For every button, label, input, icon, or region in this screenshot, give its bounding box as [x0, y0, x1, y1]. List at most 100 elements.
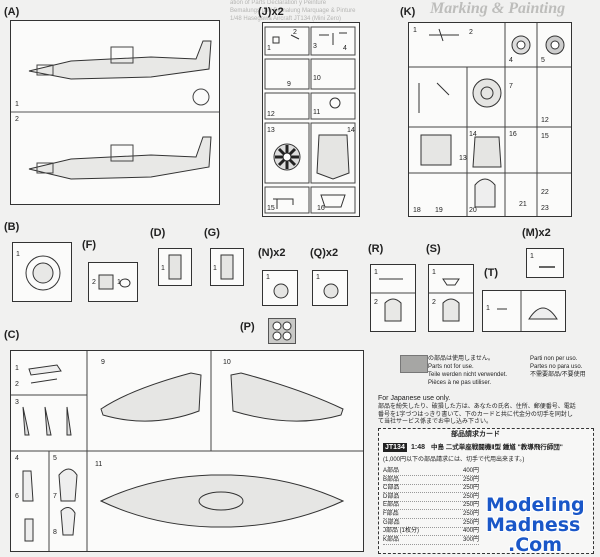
section-m-label: (M)x2 [522, 227, 551, 239]
not-for-use-jp: の部品は使用しません。 [428, 356, 494, 362]
sprue-c-num-3: 3 [15, 399, 19, 406]
price-row-price: 300円 [462, 536, 479, 543]
sprue-q-num-1: 1 [316, 274, 320, 281]
price-row: D部品 250円 [383, 493, 479, 502]
sprue-m: 1 [526, 248, 564, 278]
not-for-use-fr: Pièces à ne pas utiliser. [428, 380, 492, 386]
sprue-k-num-20: 20 [469, 207, 477, 214]
watermark-line-1: Modeling [486, 494, 585, 516]
sprue-k-num-15: 15 [541, 133, 549, 140]
sprue-j-num-15: 15 [267, 205, 275, 212]
price-row-part: A部品 [383, 468, 400, 474]
sprue-p-drawing [272, 321, 292, 341]
price-row-price: 400円 [462, 528, 479, 535]
sprue-r-num-1: 1 [374, 269, 378, 276]
sprue-j-num-4: 4 [343, 45, 347, 52]
section-r-label: (R) [368, 243, 384, 255]
parts-request-card: 部品請求カード JT134 1:48 中島 二式単座戦闘機Ⅱ型 鍾馗 "教導飛行… [378, 428, 594, 554]
price-row-part: F部品 [383, 511, 399, 517]
section-n-label: (N)x2 [258, 247, 286, 259]
kit-name: 中島 二式単座戦闘機Ⅱ型 鍾馗 "教導飛行師団" [431, 444, 563, 451]
sprue-j-num-14: 14 [347, 127, 355, 134]
sprue-t-num-1: 1 [486, 305, 490, 312]
sprue-f-num-2: 2 [92, 279, 96, 286]
section-d-label: (D) [150, 227, 166, 239]
sprue-s-num-2: 2 [432, 299, 436, 306]
section-g-label: (G) [204, 227, 220, 239]
section-f-label: (F) [82, 239, 97, 251]
sprue-k-num-19: 19 [435, 207, 443, 214]
sprue-n: 1 [262, 270, 298, 306]
sprue-j-num-12: 12 [267, 111, 275, 118]
not-for-use-en: Parts not for use. [428, 364, 474, 370]
sprue-j-num-1: 1 [267, 45, 271, 52]
sprue-n-drawing [273, 283, 289, 299]
sprue-c-num-9: 9 [101, 359, 105, 366]
sprue-k-num-22: 22 [541, 189, 549, 196]
price-row-part: K部品 [383, 536, 400, 543]
sprue-k: 1 2 4 5 7 12 13 14 15 16 18 19 20 21 22 … [408, 22, 572, 217]
sprue-n-num-1: 1 [266, 274, 270, 281]
sprue-c-num-5: 5 [53, 455, 57, 462]
not-for-use-cn: 不需要部品/不要使用 [530, 372, 586, 378]
price-row-price: 250円 [462, 493, 479, 500]
sprue-b-num-1: 1 [16, 251, 20, 258]
sprue-c-num-7: 7 [53, 493, 57, 500]
sprue-k-num-23: 23 [541, 205, 549, 212]
sprue-j-num-16: 16 [317, 205, 325, 212]
not-for-use-es: Partes no para uso. [530, 364, 583, 370]
header-sub-1: ation of Parts Declaration y Peinture [230, 0, 327, 6]
sprue-m-drawing [539, 266, 555, 268]
sprue-k-drawing [409, 23, 571, 216]
sprue-d-drawing [168, 254, 182, 280]
header-sub-3: 1/48 Hasegawa Aircraft JT134 (Mini Zero) [230, 16, 342, 22]
sprue-k-num-18: 18 [413, 207, 421, 214]
sprue-b: 1 [12, 242, 72, 302]
section-s-label: (S) [426, 243, 441, 255]
sprue-k-num-21: 21 [519, 201, 527, 208]
sprue-r: 1 2 [370, 264, 416, 332]
sprue-g-num-1: 1 [213, 265, 217, 272]
price-row-price: 250円 [462, 519, 479, 526]
sprue-g-drawing [220, 254, 234, 280]
sprue-j: 1 2 3 4 9 10 11 12 13 14 15 16 [262, 22, 360, 217]
not-for-use-it: Parti non per uso. [530, 356, 578, 362]
sprue-a: 1 2 [10, 20, 220, 205]
sprue-j-num-9: 9 [287, 81, 291, 88]
sprue-k-num-2: 2 [469, 29, 473, 36]
sprue-r-drawing [371, 278, 415, 322]
price-row-part: B部品 [383, 476, 400, 483]
sprue-d-num-1: 1 [161, 265, 165, 272]
not-for-use-de: Teile werden nicht verwendet. [428, 372, 508, 378]
section-c-label: (C) [4, 329, 20, 341]
section-p-label: (P) [240, 321, 255, 333]
header-sub-2: Bemalungs und Bemalung Marquage & Pintur… [230, 8, 356, 14]
section-b-label: (B) [4, 221, 20, 233]
watermark-line-2: Madness [486, 514, 581, 536]
sprue-j-num-10: 10 [313, 75, 321, 82]
sprue-t: 1 [482, 290, 566, 332]
price-row-price: 250円 [462, 476, 479, 483]
sprue-c-num-11: 11 [95, 461, 103, 468]
section-q-label: (Q)x2 [310, 247, 339, 259]
price-row-part: D部品 [383, 493, 400, 500]
sprue-c-num-4: 4 [15, 455, 19, 462]
section-t-label: (T) [484, 267, 499, 279]
sprue-k-num-7: 7 [509, 83, 513, 90]
sprue-q-drawing [323, 283, 339, 299]
price-row-part: E部品 [383, 502, 400, 509]
price-row-price: 250円 [462, 485, 479, 492]
sprue-j-num-11: 11 [313, 109, 321, 116]
order-min-note: (1,000円以下の部品請求には、切手で代用出来ます。) [383, 457, 525, 463]
sprue-p [268, 318, 296, 344]
sprue-j-num-2: 2 [293, 29, 297, 36]
sprue-k-num-16: 16 [509, 131, 517, 138]
sprue-c-drawing [11, 351, 363, 551]
price-row-part: G部品 [383, 519, 400, 526]
sprue-r-num-2: 2 [374, 299, 378, 306]
sprue-b-drawing [25, 255, 61, 291]
sprue-j-num-13: 13 [267, 127, 275, 134]
